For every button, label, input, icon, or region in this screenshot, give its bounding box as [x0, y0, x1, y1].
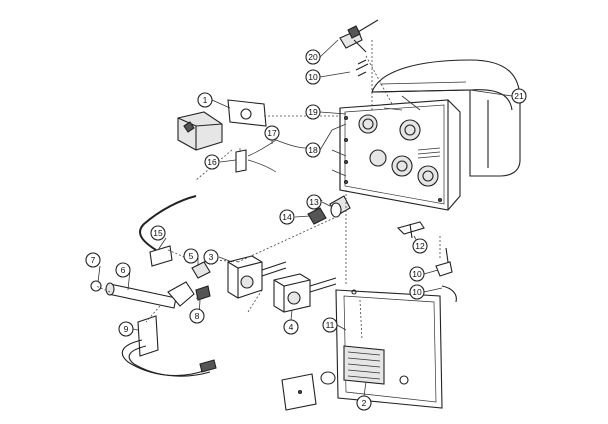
callout-label: 2 — [362, 398, 367, 408]
gas-valve — [227, 255, 287, 299]
callout-8: 8 — [189, 308, 205, 324]
callout-14: 14 — [279, 209, 295, 225]
cover-disc — [281, 371, 336, 411]
outer-housing — [371, 59, 521, 177]
clip-bracket — [435, 247, 457, 303]
callout-16: 16 — [204, 154, 220, 170]
callout-3: 3 — [203, 249, 219, 265]
callout-label: 11 — [326, 320, 335, 330]
control-housing — [177, 111, 223, 151]
callout-label: 1 — [203, 95, 208, 105]
callout-label: 14 — [282, 212, 292, 222]
callout-label: 18 — [308, 145, 318, 155]
callout-label: 21 — [514, 91, 524, 101]
mounting-bracket — [396, 221, 425, 239]
cover-plate — [227, 99, 267, 127]
callout-label: 7 — [91, 255, 96, 265]
callout-label: 19 — [308, 107, 318, 117]
callout-7: 7 — [85, 252, 101, 268]
callout-label: 8 — [195, 311, 200, 321]
louvered-vent — [343, 345, 385, 385]
burner-orifice — [329, 195, 351, 218]
small-fitting — [195, 285, 211, 301]
callout-label: 17 — [267, 128, 277, 138]
callout-11: 11 — [322, 317, 338, 333]
callout-label: 9 — [124, 324, 129, 334]
callout-4: 4 — [283, 319, 299, 335]
callout-20: 20 — [305, 49, 321, 65]
callout-label: 5 — [189, 251, 194, 261]
callout-10-mid: 10 — [409, 266, 425, 282]
callout-15: 15 — [150, 225, 166, 241]
callout-6: 6 — [115, 262, 131, 278]
switch-box — [235, 148, 247, 173]
callout-label: 10 — [412, 269, 422, 279]
wire-harness — [247, 139, 307, 173]
callout-13: 13 — [306, 194, 322, 210]
callout-9: 9 — [118, 321, 134, 337]
thermostat-control — [273, 273, 337, 313]
callout-1: 1 — [197, 92, 213, 108]
callout-label: 6 — [121, 265, 126, 275]
callout-label: 12 — [415, 241, 425, 251]
callout-label: 10 — [412, 287, 422, 297]
callout-21: 21 — [511, 88, 527, 104]
callout-label: 16 — [207, 157, 217, 167]
callout-label: 20 — [308, 52, 318, 62]
callout-10-low: 10 — [409, 284, 425, 300]
callout-12: 12 — [412, 238, 428, 254]
callout-label: 10 — [308, 72, 318, 82]
callout-10-top: 10 — [305, 69, 321, 85]
burner-tube — [90, 280, 195, 309]
main-panel — [339, 95, 461, 211]
callout-19: 19 — [305, 104, 321, 120]
callout-18: 18 — [305, 142, 321, 158]
callout-label: 4 — [289, 322, 294, 332]
spring-top — [355, 59, 369, 77]
callout-17: 17 — [264, 125, 280, 141]
callout-label: 15 — [153, 228, 163, 238]
thermocouple-line — [139, 195, 197, 267]
callout-5: 5 — [183, 248, 199, 264]
pilot-assembly — [121, 315, 217, 377]
callout-2: 2 — [356, 395, 372, 411]
callout-label: 3 — [209, 252, 214, 262]
leader-lines — [97, 39, 513, 397]
igniter-part — [339, 19, 379, 53]
callout-label: 13 — [309, 197, 319, 207]
